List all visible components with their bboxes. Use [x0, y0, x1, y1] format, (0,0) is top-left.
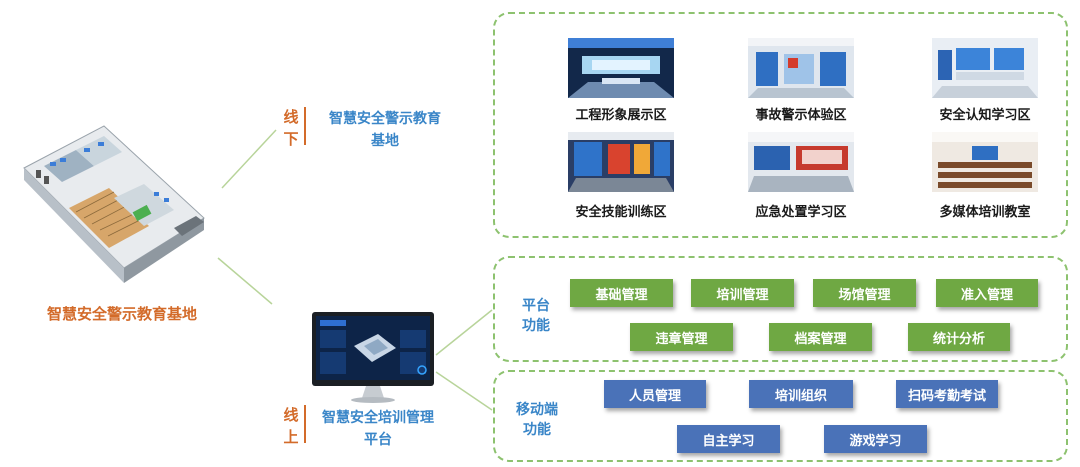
area-image-skills [568, 132, 674, 192]
area-label-awareness: 安全认知学习区 [939, 108, 1031, 123]
monitor-image [312, 312, 434, 404]
area-image-emergency [748, 132, 854, 192]
area-label-classroom: 多媒体培训教室 [939, 205, 1031, 220]
platform-label-line2: 功能 [522, 318, 550, 334]
area-label-skills: 安全技能训练区 [575, 205, 667, 220]
area-image-accident [748, 38, 854, 98]
mobile-personnel-management[interactable]: 人员管理 [604, 380, 706, 408]
offline-title: 智慧安全警示教育 基地 [312, 108, 458, 152]
area-label-engineering: 工程形象展示区 [575, 108, 667, 123]
mobile-label-line2: 功能 [523, 422, 551, 438]
offline-title-line2: 基地 [371, 133, 399, 149]
offline-areas-panel [493, 12, 1068, 238]
online-title: 智慧安全培训管理 平台 [306, 407, 450, 451]
mobile-label: 移动端 功能 [504, 400, 570, 440]
online-tag-char-2: 上 [283, 428, 299, 446]
area-image-awareness [932, 38, 1038, 98]
mobile-label-line1: 移动端 [516, 402, 558, 418]
mobile-functions-panel [493, 370, 1068, 462]
area-image-classroom [932, 132, 1038, 192]
function-statistics[interactable]: 统计分析 [908, 323, 1010, 351]
online-tag-char-1: 线 [283, 406, 299, 424]
function-access-management[interactable]: 准入管理 [936, 279, 1038, 307]
base-title: 智慧安全警示教育基地 [46, 305, 197, 323]
function-venue-management[interactable]: 场馆管理 [813, 279, 916, 307]
online-title-line2: 平台 [364, 432, 392, 448]
base-3d-model [14, 118, 208, 288]
mobile-scan-attendance-exam[interactable]: 扫码考勤考试 [896, 380, 998, 408]
online-title-line1: 智慧安全培训管理 [322, 410, 434, 426]
function-violation-management[interactable]: 违章管理 [630, 323, 733, 351]
connector-mobile [435, 371, 493, 411]
function-archive-management[interactable]: 档案管理 [769, 323, 872, 351]
connector-offline [221, 129, 277, 189]
area-label-emergency: 应急处置学习区 [755, 205, 847, 220]
mobile-self-study[interactable]: 自主学习 [677, 425, 780, 453]
connector-online [217, 257, 273, 305]
platform-functions-panel [493, 256, 1068, 362]
platform-label-line1: 平台 [522, 298, 550, 314]
mobile-game-learning[interactable]: 游戏学习 [824, 425, 927, 453]
offline-title-line1: 智慧安全警示教育 [329, 111, 441, 127]
area-image-engineering [568, 38, 674, 98]
platform-label: 平台 功能 [508, 296, 564, 336]
mobile-training-organization[interactable]: 培训组织 [749, 380, 853, 408]
offline-tag-divider [304, 107, 306, 145]
area-label-accident: 事故警示体验区 [755, 108, 847, 123]
connector-platform [435, 309, 493, 356]
offline-tag-char-1: 线 [283, 108, 299, 126]
function-training-management[interactable]: 培训管理 [691, 279, 794, 307]
function-basic-management[interactable]: 基础管理 [570, 279, 673, 307]
online-tag-divider [304, 405, 306, 443]
offline-tag-char-2: 下 [283, 130, 299, 148]
